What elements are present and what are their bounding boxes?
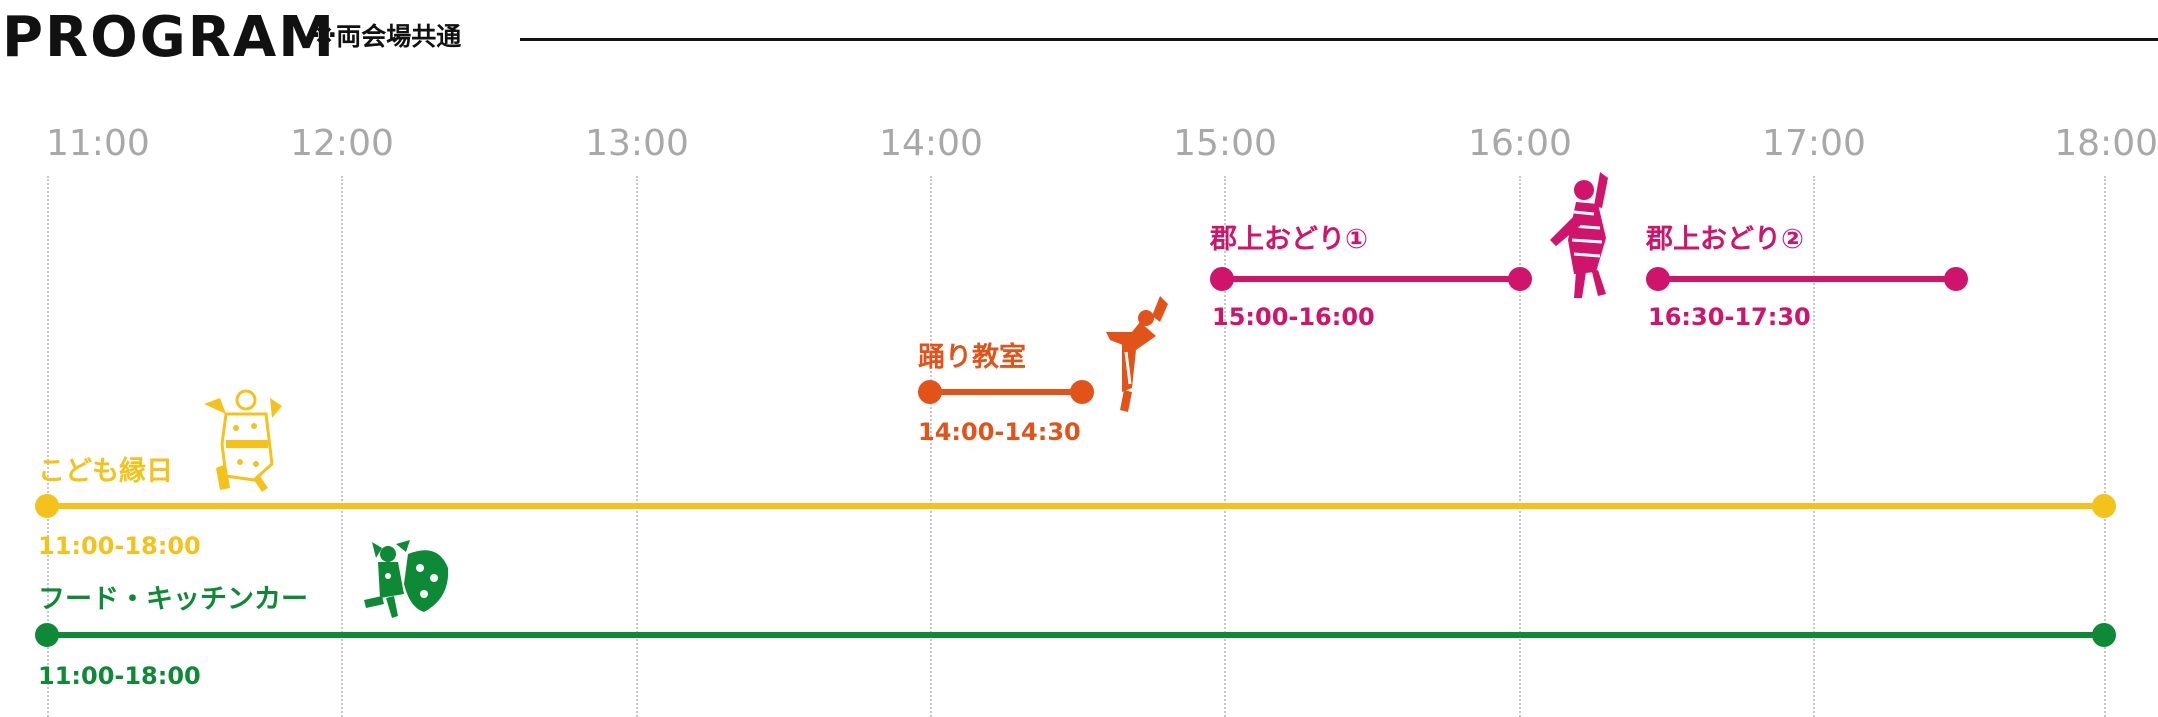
start-dot (918, 380, 942, 404)
tick-1600: 16:00 (1468, 123, 1572, 164)
event-label: 郡上おどり① (1210, 224, 1368, 255)
end-dot (1944, 267, 1968, 291)
start-dot (35, 494, 59, 518)
end-dot (2092, 623, 2116, 647)
event-bar (930, 389, 1082, 395)
end-dot (1070, 380, 1094, 404)
venue-note: ※両会場共通 (312, 22, 462, 51)
event-time: 11:00-18:00 (38, 532, 201, 560)
event-bar (1222, 276, 1520, 282)
event-label: 踊り教室 (918, 342, 1026, 373)
end-dot (2092, 494, 2116, 518)
gridline (2104, 176, 2106, 717)
program-header: PROGRAM ※両会場共通 (0, 0, 2158, 80)
tick-1200: 12:00 (290, 123, 394, 164)
start-dot (1646, 267, 1670, 291)
gridline (341, 176, 343, 717)
page-title: PROGRAM (2, 5, 336, 70)
dancer-leaning-icon (1106, 296, 1168, 412)
tick-1100: 11:00 (46, 123, 150, 164)
end-dot (1508, 267, 1532, 291)
event-time: 16:30-17:30 (1648, 303, 1811, 331)
event-bar (1658, 276, 1956, 282)
start-dot (35, 623, 59, 647)
event-time: 11:00-18:00 (38, 662, 201, 690)
event-bar (47, 632, 2104, 638)
start-dot (1210, 267, 1234, 291)
tick-1300: 13:00 (585, 123, 689, 164)
event-label: 郡上おどり② (1646, 224, 1804, 255)
gridline (930, 176, 932, 717)
event-label: こども縁日 (38, 456, 173, 487)
dancer-pair-icon (364, 540, 449, 618)
event-bar (47, 503, 2104, 509)
tick-1500: 15:00 (1173, 123, 1277, 164)
event-label: フード・キッチンカー (38, 584, 308, 615)
event-time: 15:00-16:00 (1212, 303, 1375, 331)
tick-1800: 18:00 (2054, 123, 2158, 164)
gridline (1519, 176, 1521, 717)
dancer-kimono-icon (1550, 172, 1608, 298)
event-time: 14:00-14:30 (918, 418, 1081, 446)
header-rule (520, 38, 2158, 41)
gridline (1813, 176, 1815, 717)
tick-1400: 14:00 (879, 123, 983, 164)
dancer-yukata-icon (204, 389, 282, 492)
gridline (636, 176, 638, 717)
gridline (1224, 176, 1226, 717)
gridline (47, 176, 49, 717)
tick-1700: 17:00 (1762, 123, 1866, 164)
